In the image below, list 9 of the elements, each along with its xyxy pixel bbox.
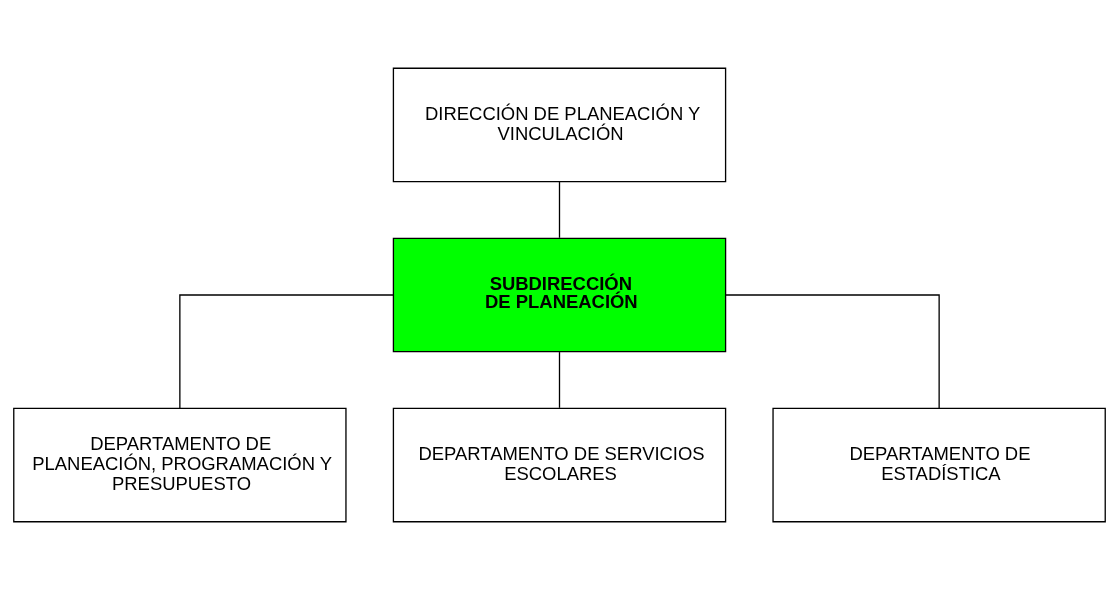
connector xyxy=(179,294,394,409)
node-box: DEPARTAMENTO DE PLANEACIÓN, PROGRAMACIÓN Y PRESUPUESTO xyxy=(13,407,347,523)
connector xyxy=(558,351,561,409)
node-box: DIRECCIÓN DE PLANEACIÓN Y VINCULACIÓN xyxy=(392,67,727,183)
connector xyxy=(725,294,940,409)
node-box: SUBDIRECCIÓN DE PLANEACIÓN xyxy=(392,237,727,353)
node-box: DEPARTAMENTO DE ESTADÍSTICA xyxy=(772,407,1106,523)
node-box: DEPARTAMENTO DE SERVICIOS ESCOLARES xyxy=(392,407,727,523)
connector xyxy=(558,181,561,239)
